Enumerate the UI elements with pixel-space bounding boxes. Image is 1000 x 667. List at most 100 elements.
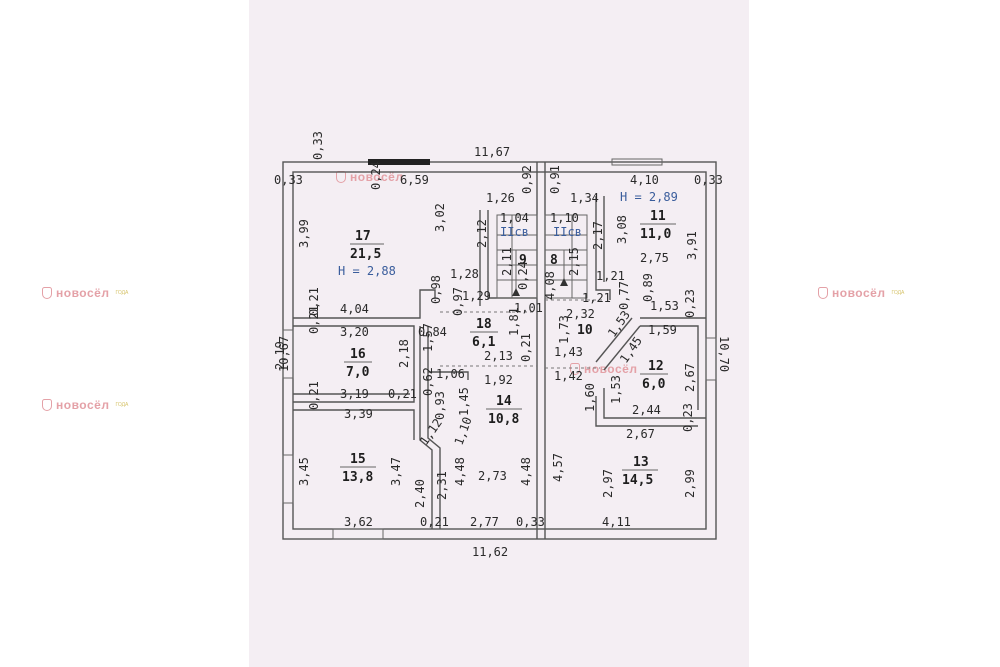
dim-label: 2,77	[470, 515, 499, 529]
dim-label: 2,32	[566, 307, 595, 321]
dim-label: 3,08	[615, 215, 629, 244]
watermark-brand: новосёл	[56, 286, 110, 300]
room-number: 11	[650, 209, 666, 224]
dim-label: 3,99	[297, 219, 311, 248]
watermark-brand: новосёл	[350, 170, 404, 184]
dim-label: 0,77	[617, 281, 631, 310]
dim-label: 4,11	[602, 515, 631, 529]
dim-label: 2,17	[591, 221, 605, 250]
stair-label: IIсв	[500, 225, 529, 239]
dim-label: 0,21	[307, 305, 321, 334]
room-number: 14	[496, 394, 512, 409]
room-area: 6,1	[472, 335, 496, 350]
interior-walls-right	[545, 196, 706, 427]
dim-label: 1,45	[457, 387, 471, 416]
ceiling-height: H = 2,88	[338, 264, 396, 278]
room-area: 11,0	[640, 227, 671, 242]
room-number: 17	[355, 229, 371, 244]
dim-label: 0,23	[683, 289, 697, 318]
dim-label: 1,42	[554, 369, 583, 383]
dim-label: 1,57	[421, 323, 435, 352]
dim-label: 3,62	[344, 515, 373, 529]
dim-label: 0,21	[388, 387, 417, 401]
dim-label: 2,75	[640, 251, 669, 265]
dim-label: 0,92	[520, 165, 534, 194]
dim-label: 2,13	[484, 349, 513, 363]
dim-label: 2,15	[567, 247, 581, 276]
room-labels: 17 21,5 18 6,1 16 7,0 15 13,8 14 10,8 11…	[338, 190, 678, 488]
dim-label: 1,43	[554, 345, 583, 359]
room-number: 18	[476, 317, 492, 332]
dim-label: 4,10	[630, 173, 659, 187]
dim-label: 1,26	[486, 191, 515, 205]
dim-label: 2,40	[413, 479, 427, 508]
dim-label: 4,48	[453, 457, 467, 486]
dim-label: 6,59	[400, 173, 429, 187]
dim-label: 3,19	[340, 387, 369, 401]
room-number: 10	[577, 323, 593, 338]
dim-label: 0,24	[369, 161, 383, 190]
room-area: 10,8	[488, 412, 519, 427]
dim-label: 0,24	[516, 261, 530, 290]
watermark-plan-2: новосёл	[570, 362, 637, 376]
dim-label: 1,81	[507, 307, 521, 336]
room-number: 15	[350, 452, 366, 467]
dim-label: 0,97	[451, 287, 465, 316]
dim-label: 4,04	[340, 302, 369, 316]
room-number: 12	[648, 359, 664, 374]
room-number: 16	[350, 347, 366, 362]
dim-label: 4,48	[519, 457, 533, 486]
room-area: 14,5	[622, 473, 653, 488]
stair-left	[496, 214, 538, 299]
dim-label: 1,92	[484, 373, 513, 387]
dim-label: 3,20	[340, 325, 369, 339]
dim-label: 0,84	[418, 325, 447, 339]
dim-label: 0,98	[429, 275, 443, 304]
brand-logo-icon	[42, 287, 52, 299]
ceiling-height: H = 2,89	[620, 190, 678, 204]
dim-label: 4,08	[543, 271, 557, 300]
dim-label: 0,21	[519, 333, 533, 362]
document-sheet	[249, 0, 749, 667]
dim-label: 3,02	[433, 203, 447, 232]
watermark-brand: новосёл	[832, 286, 886, 300]
dim-label: 3,91	[685, 231, 699, 260]
dim-label: 1,28	[450, 267, 479, 281]
dim-label: 1,21	[582, 291, 611, 305]
dim-label: 0,21	[307, 381, 321, 410]
dim-label: 1,06	[436, 367, 465, 381]
dim-label: 1,60	[583, 383, 597, 412]
dim-label: 0,33	[274, 173, 303, 187]
room-number: 8	[550, 253, 558, 268]
dim-label: 4,57	[551, 453, 565, 482]
dim-label: 1,53	[650, 299, 679, 313]
room-area: 21,5	[350, 247, 381, 262]
watermark-award: ГОДА	[115, 402, 129, 408]
brand-logo-icon	[42, 399, 52, 411]
dim-label: 0,33	[694, 173, 723, 187]
dim-label: 0,33	[516, 515, 545, 529]
dim-label: 1,53	[605, 308, 633, 340]
room-area: 7,0	[346, 365, 370, 380]
watermark-award: ГОДА	[115, 290, 129, 296]
dim-label: 0,62	[421, 367, 435, 396]
dim-label: 1,10	[452, 415, 475, 447]
dim-label: 2,67	[683, 363, 697, 392]
dim-label: 3,45	[297, 457, 311, 486]
stair-label: IIсв	[553, 225, 582, 239]
dim-label: 0,21	[420, 515, 449, 529]
dim-label: 2,67	[626, 427, 655, 441]
dim-label: 2,99	[683, 469, 697, 498]
dim-label: 1,04	[500, 211, 529, 225]
brand-logo-icon	[818, 287, 828, 299]
dim-label: 3,47	[389, 457, 403, 486]
dim-label: 1,53	[609, 375, 623, 404]
dim-label: 0,23	[681, 403, 695, 432]
dim-label: 0,89	[641, 273, 655, 302]
dim-label: 1,73	[557, 315, 571, 344]
dim-label: 2,31	[435, 471, 449, 500]
central-wall	[536, 162, 546, 539]
dim-label: 2,44	[632, 403, 661, 417]
dim-label: 1,29	[462, 289, 491, 303]
windows	[282, 158, 717, 540]
